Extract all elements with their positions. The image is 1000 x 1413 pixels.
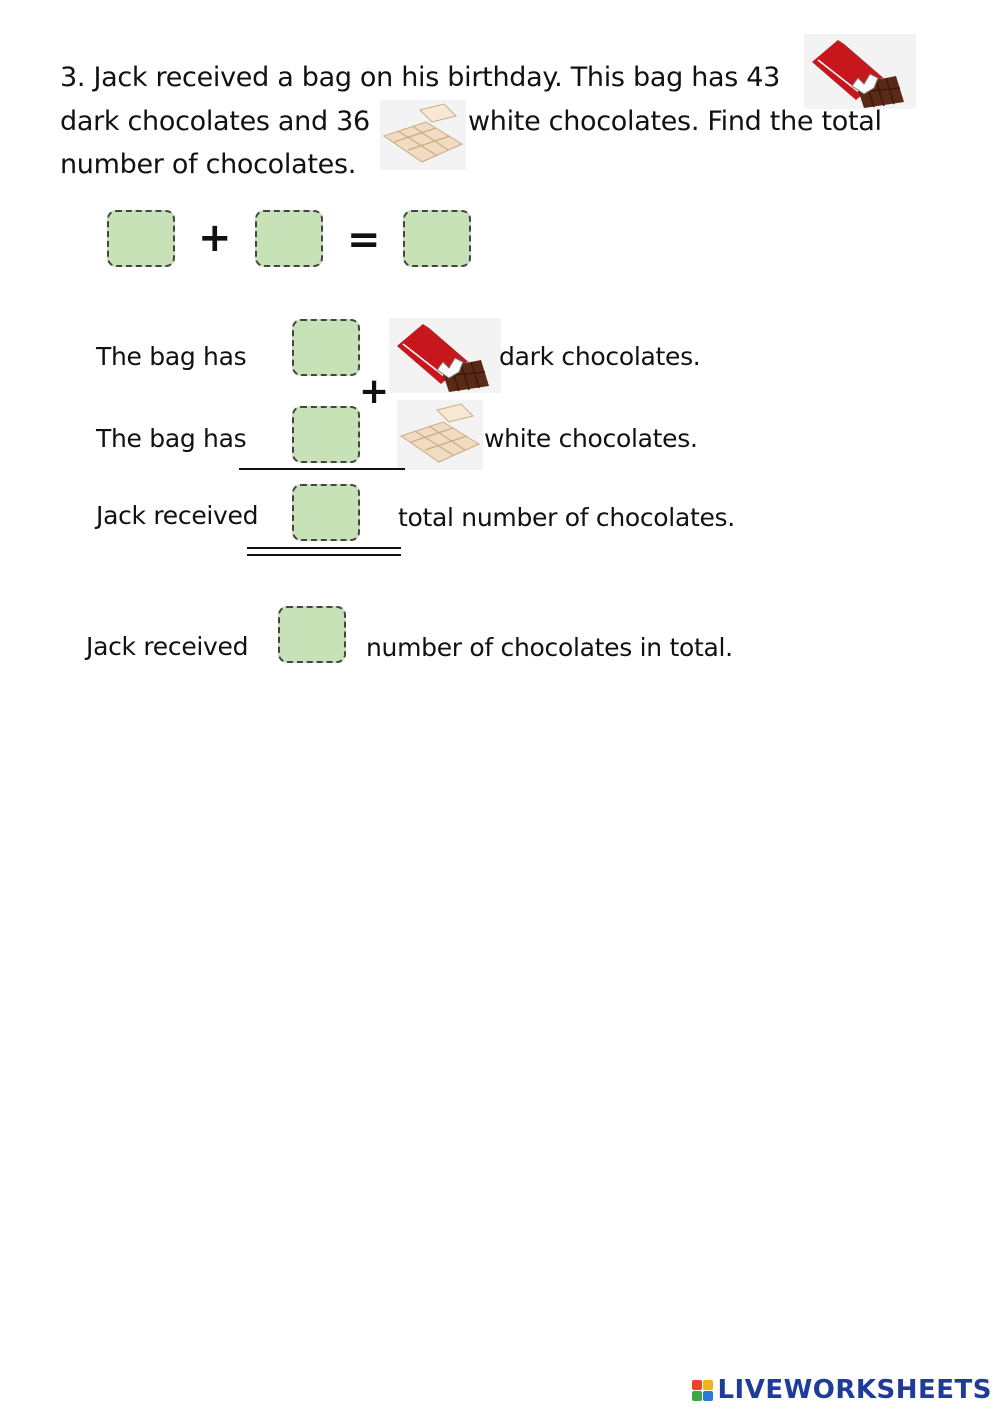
question-line-1: 3. Jack received a bag on his birthday. … [60,62,781,93]
equation-plus-sign: + [198,215,232,261]
row3-answer-box[interactable] [292,484,360,541]
logo-mark-icon [692,1379,714,1401]
white-chocolate-icon [397,400,483,470]
equation-addend-1-box[interactable] [107,210,175,267]
total-double-line-top [247,547,401,549]
question-line-2a: dark chocolates and 36 [60,106,370,137]
row1-label: The bag has [96,342,247,371]
dark-chocolate-icon [389,318,501,393]
white-chocolate-icon [380,100,466,170]
row2-answer-box[interactable] [292,406,360,463]
total-double-line-bottom [247,554,401,556]
row3-label: Jack received [96,501,259,530]
equation-equals-sign: = [347,217,381,263]
question-line-2b: white chocolates. Find the total [468,106,882,137]
row2-label: The bag has [96,424,247,453]
sum-line [239,468,405,470]
question-line-3: number of chocolates. [60,149,357,180]
row1-suffix: dark chocolates. [499,342,701,371]
answer-suffix: number of chocolates in total. [366,633,733,662]
equation-addend-2-box[interactable] [255,210,323,267]
column-plus-sign: + [359,371,390,412]
row1-answer-box[interactable] [292,319,360,376]
equation-sum-box[interactable] [403,210,471,267]
final-answer-box[interactable] [278,606,346,663]
answer-label: Jack received [86,632,249,661]
row3-suffix: total number of chocolates. [398,503,735,532]
brand-name: LIVEWORKSHEETS [717,1375,992,1405]
row2-suffix: white chocolates. [484,424,698,453]
liveworksheets-logo: LIVEWORKSHEETS [692,1375,992,1405]
dark-chocolate-icon [804,34,916,109]
